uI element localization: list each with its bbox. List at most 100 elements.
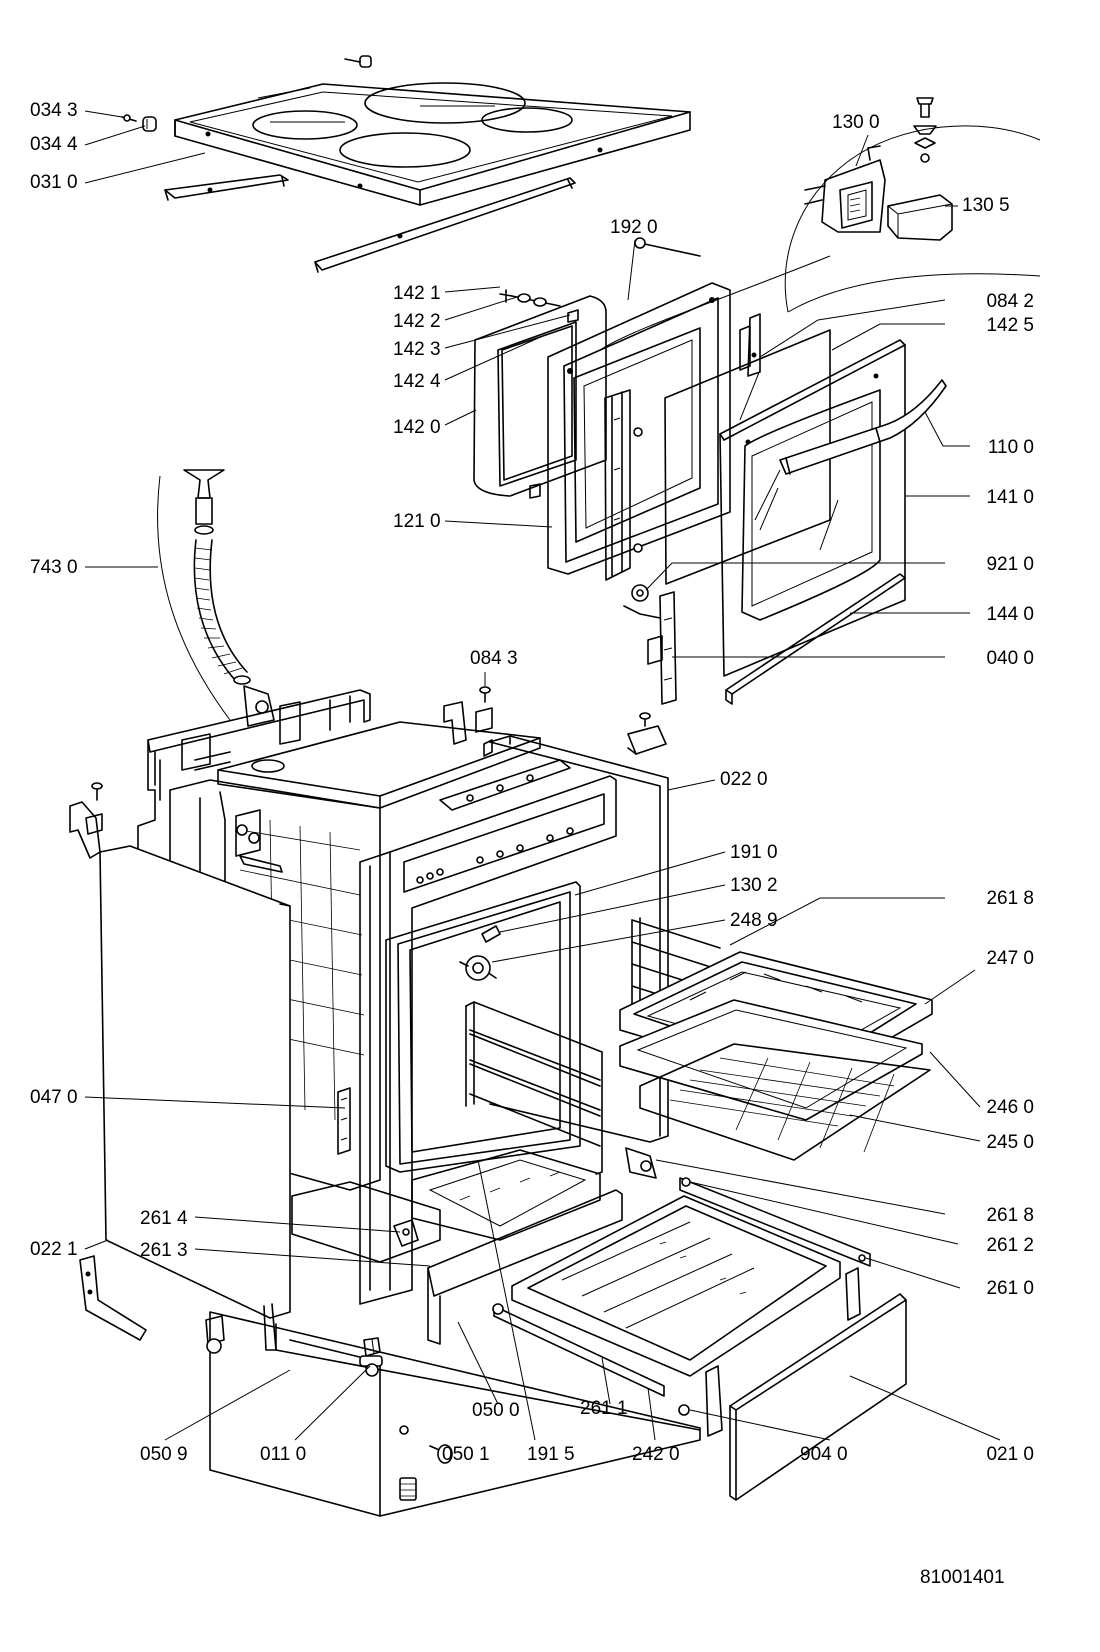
part-label-p2618a: 261 8 <box>986 888 1034 909</box>
door-hinge <box>623 591 677 705</box>
leader-p0221 <box>84 1239 109 1250</box>
part-label-p0843: 084 3 <box>470 648 518 669</box>
ceramic-hob-top <box>174 82 691 206</box>
door-clip-1423 <box>567 309 579 323</box>
leader-p0310 <box>84 152 206 184</box>
part-label-p2470: 247 0 <box>986 948 1034 969</box>
leader-p2618b <box>655 1159 946 1215</box>
leader-p0210 <box>849 1375 1001 1441</box>
drawer-front-panel <box>705 1267 907 1501</box>
part-label-p1302: 130 2 <box>730 875 778 896</box>
part-label-p1920: 192 0 <box>610 217 658 238</box>
part-label-p1910: 191 0 <box>730 842 778 863</box>
part-label-p0110: 011 0 <box>260 1444 306 1465</box>
leader-p2618a <box>729 897 945 946</box>
door-top-bracket <box>634 237 761 377</box>
leader-p1100 <box>924 411 970 447</box>
baking-tray <box>619 999 923 1121</box>
leader-p1302 <box>499 884 726 933</box>
leader-p2420 <box>647 1387 656 1441</box>
rack-frame-1915 <box>465 1001 603 1175</box>
part-label-p9210: 921 0 <box>986 554 1034 575</box>
outer-door-panel <box>719 339 906 677</box>
part-label-p0500: 050 0 <box>472 1400 520 1421</box>
door-handle <box>779 379 947 475</box>
leader-p1920 <box>627 239 636 301</box>
part-label-p2489: 248 9 <box>730 910 778 931</box>
base-front-panel <box>427 1189 623 1345</box>
hob-support-rails <box>164 174 576 273</box>
door-screw-1421 <box>499 289 561 307</box>
leader-p2614 <box>194 1216 401 1233</box>
door-lock-knob <box>887 194 953 241</box>
part-label-p1100: 110 0 <box>988 437 1034 458</box>
part-label-p1440: 144 0 <box>986 604 1034 625</box>
hinge-washer <box>631 584 649 602</box>
hob-screw-top <box>344 55 372 68</box>
part-label-p1421: 142 1 <box>393 283 441 304</box>
part-label-p2450: 245 0 <box>986 1132 1034 1153</box>
base-knob-0501 <box>429 1444 453 1464</box>
leader-p2470 <box>924 969 976 1005</box>
part-label-p0509: 050 9 <box>140 1444 188 1465</box>
drawer-rail-right <box>679 1177 871 1267</box>
part-label-p0501: 050 1 <box>442 1444 490 1465</box>
part-label-p2460: 246 0 <box>986 1097 1034 1118</box>
leader-p0344 <box>84 125 146 146</box>
part-label-p0221: 022 1 <box>30 1239 78 1260</box>
part-label-p0310: 031 0 <box>30 172 78 193</box>
adjusting-screw <box>399 1477 417 1501</box>
runner-bracket-2614 <box>393 1219 419 1247</box>
rear-left-bracket <box>69 782 103 859</box>
oven-door-seal <box>385 881 581 1173</box>
part-label-p0344: 034 4 <box>30 134 78 155</box>
leader-p1424 <box>444 334 546 381</box>
leader-p2612 <box>689 1181 959 1245</box>
leader-p1915 <box>477 1159 536 1441</box>
middle-door-glass <box>664 329 831 585</box>
fan-blade <box>459 955 497 981</box>
part-label-p2614: 261 4 <box>140 1208 188 1229</box>
part-label-p1210: 121 0 <box>393 511 441 532</box>
door-side-channel <box>604 389 643 581</box>
front-bracket-right <box>627 712 667 755</box>
part-label-p0842: 084 2 <box>986 291 1034 312</box>
drawer-rail-left <box>492 1303 665 1397</box>
leader-p1422 <box>444 295 521 321</box>
wire-shelf <box>639 1043 931 1161</box>
leader-p2489 <box>491 919 726 963</box>
cap-nut-0344 <box>142 116 157 132</box>
part-label-p0470: 047 0 <box>30 1087 78 1108</box>
drawer-screw-9040 <box>678 1404 690 1416</box>
door-bottom-trim <box>725 573 906 705</box>
part-label-p2612: 261 2 <box>986 1235 1034 1256</box>
front-bracket-left <box>443 686 493 745</box>
leader-p0110 <box>294 1365 371 1441</box>
leader-p9210 <box>645 562 945 591</box>
castor-wheel <box>205 1315 225 1354</box>
leader-p0220 <box>667 779 716 791</box>
part-label-p1420: 142 0 <box>393 417 441 438</box>
leader-p0509 <box>164 1369 291 1441</box>
part-label-p0210: 021 0 <box>986 1444 1034 1465</box>
leader-p2610 <box>865 1257 961 1289</box>
cavity-bracket <box>337 1087 351 1155</box>
leader-p0470 <box>84 1096 346 1109</box>
leader-p2450 <box>849 1114 981 1142</box>
part-label-p1915: 191 5 <box>527 1444 575 1465</box>
rear-frame <box>129 689 371 913</box>
part-label-p2610: 261 0 <box>986 1278 1034 1299</box>
part-label-p1425: 142 5 <box>986 315 1034 336</box>
runner-bracket-2618 <box>625 1147 657 1179</box>
part-label-p1424: 142 4 <box>393 371 441 392</box>
leader-p1910 <box>574 851 726 896</box>
leader-p1420 <box>444 409 477 426</box>
leader-p2611 <box>601 1357 611 1405</box>
leveling-foot <box>359 1337 383 1377</box>
leader-p1421 <box>444 286 501 293</box>
part-label-p2618b: 261 8 <box>986 1205 1034 1226</box>
oven-top-plate <box>217 721 541 809</box>
part-label-p1300: 130 0 <box>832 112 880 133</box>
